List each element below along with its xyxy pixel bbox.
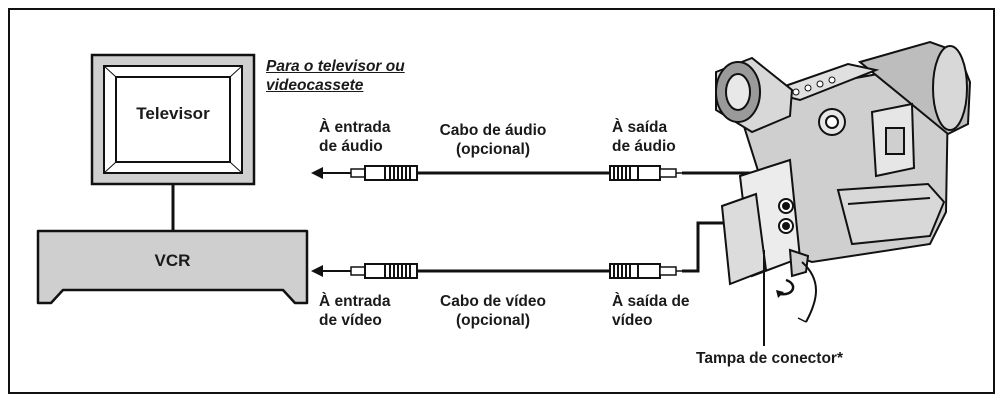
television: [90, 53, 256, 186]
video-cable-line2: (opcional): [455, 312, 531, 329]
audio-arrow-icon: [311, 167, 323, 179]
video-arrow-icon: [311, 265, 323, 277]
video-cable: [311, 221, 786, 279]
audio-output-label: À saída de áudio: [612, 118, 676, 156]
audio-cable-line2: (opcional): [455, 141, 531, 158]
audio-input-label: À entrada de áudio: [319, 118, 391, 156]
video-input-label: À entrada de vídeo: [319, 292, 391, 330]
audio-input-line2: de áudio: [319, 138, 383, 155]
audio-cable-line1: Cabo de áudio: [439, 122, 547, 139]
video-cable-line1: Cabo de vídeo: [440, 293, 546, 310]
video-cable-label: Cabo de vídeo (opcional): [423, 292, 563, 330]
video-output-line1: À saída de: [612, 293, 690, 310]
destination-caption-line2: videocassete: [266, 77, 364, 94]
audio-cable: [311, 165, 788, 196]
audio-output-line2: de áudio: [612, 138, 676, 155]
tv-label: Televisor: [136, 104, 210, 123]
vcr-label: VCR: [154, 251, 191, 270]
video-output-label: À saída de vídeo: [612, 292, 690, 330]
audio-input-line1: À entrada: [319, 119, 391, 136]
video-input-line1: À entrada: [319, 293, 391, 310]
video-output-line2: vídeo: [612, 312, 653, 329]
destination-caption: Para o televisor ou videocassete: [266, 57, 405, 95]
audio-output-line1: À saída: [612, 119, 668, 136]
destination-caption-line1: Para o televisor ou: [266, 58, 405, 75]
video-input-line2: de vídeo: [319, 312, 382, 329]
connector-cover-label: Tampa de conector*: [696, 350, 844, 367]
camcorder: [715, 40, 972, 323]
vcr: [36, 229, 309, 305]
audio-cable-label: Cabo de áudio (opcional): [423, 121, 563, 159]
